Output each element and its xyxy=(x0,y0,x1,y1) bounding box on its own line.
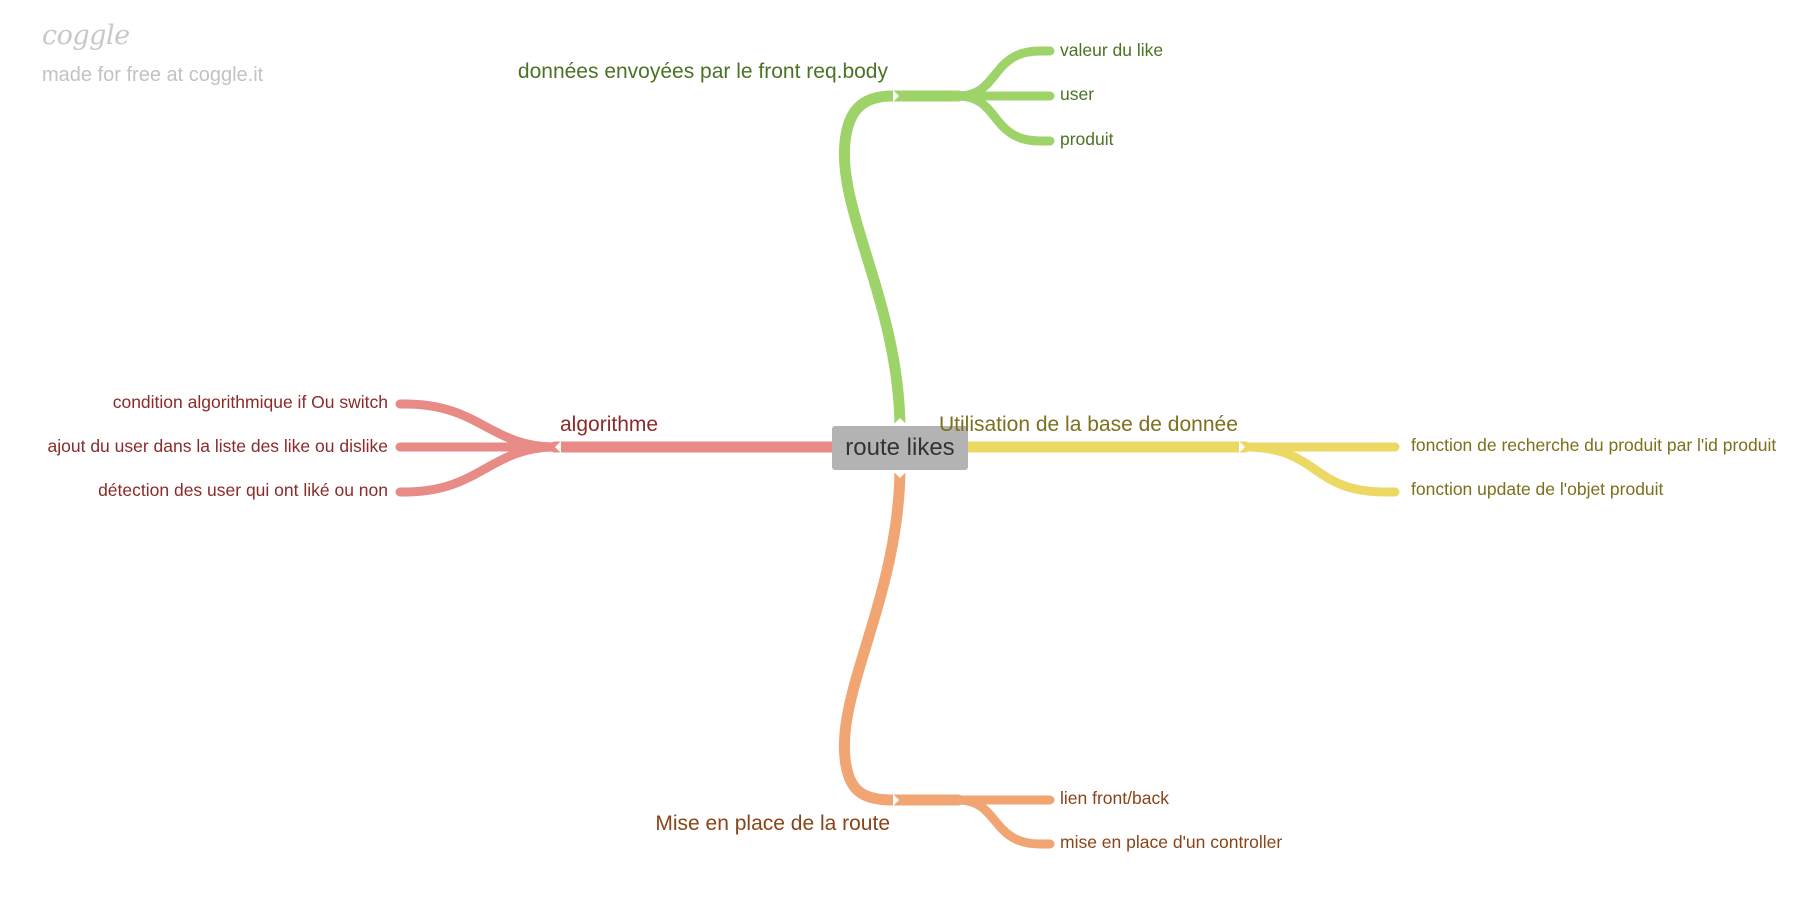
connector-red-leaf-3 xyxy=(395,442,560,497)
arrow-tip-icon xyxy=(1046,795,1052,805)
connector-yellow-leaf-2 xyxy=(1240,442,1400,497)
leaf-ajout-du-user[interactable]: ajout du user dans la liste des like ou … xyxy=(47,436,388,456)
joint-notches xyxy=(555,90,1245,806)
leaf-arrow-tips xyxy=(398,46,1397,849)
arrow-tip-icon xyxy=(1391,442,1397,452)
coggle-logo: coggle xyxy=(42,20,130,51)
leaf-fonction-update[interactable]: fonction update de l'objet produit xyxy=(1411,479,1664,499)
arrow-tip-icon xyxy=(398,442,404,452)
branch-yellow-connectors xyxy=(962,441,1400,497)
leaf-produit[interactable]: produit xyxy=(1060,129,1114,149)
connector-orange-leaf-2 xyxy=(953,795,1055,849)
root-node-label: route likes xyxy=(845,434,955,461)
branch-label-donnees[interactable]: données envoyées par le front req.body xyxy=(517,60,888,83)
connector-root-to-orange xyxy=(838,460,906,806)
arrow-tip-icon xyxy=(1391,487,1397,497)
leaf-valeur-du-like[interactable]: valeur du like xyxy=(1060,40,1164,60)
leaf-mise-en-place-controller[interactable]: mise en place d'un controller xyxy=(1060,832,1283,852)
arrow-tip-icon xyxy=(1046,839,1052,849)
connector-green-leaf-3 xyxy=(953,91,1055,146)
arrow-tip-icon xyxy=(1046,136,1052,146)
leaf-condition-algorithmique[interactable]: condition algorithmique if Ou switch xyxy=(112,392,388,412)
branch-label-algorithme[interactable]: algorithme xyxy=(560,413,659,436)
connector-red-leaf-1 xyxy=(395,399,560,452)
branch-label-base-de-donnee[interactable]: Utilisation de la base de donnée xyxy=(939,413,1238,436)
leaf-user[interactable]: user xyxy=(1060,84,1095,104)
made-with-tagline: made for free at coggle.it xyxy=(42,64,264,86)
branch-green-connectors xyxy=(838,46,1055,436)
connector-root-to-green xyxy=(838,90,906,436)
root-node[interactable]: route likes xyxy=(832,426,968,470)
leaf-fonction-de-recherche[interactable]: fonction de recherche du produit par l'i… xyxy=(1411,435,1777,455)
leaf-detection-des-user[interactable]: détection des user qui ont liké ou non xyxy=(98,480,388,500)
arrow-tip-icon xyxy=(1046,46,1052,56)
arrow-tip-icon xyxy=(398,487,404,497)
leaf-lien-front-back[interactable]: lien front/back xyxy=(1060,788,1169,808)
arrow-tip-icon xyxy=(1046,91,1052,101)
branch-orange-connectors xyxy=(838,460,1055,849)
connector-green-leaf-1 xyxy=(953,46,1055,101)
branch-red-connectors xyxy=(395,399,838,497)
arrow-tip-icon xyxy=(398,399,404,409)
branch-label-mise-en-place-route[interactable]: Mise en place de la route xyxy=(655,812,890,835)
